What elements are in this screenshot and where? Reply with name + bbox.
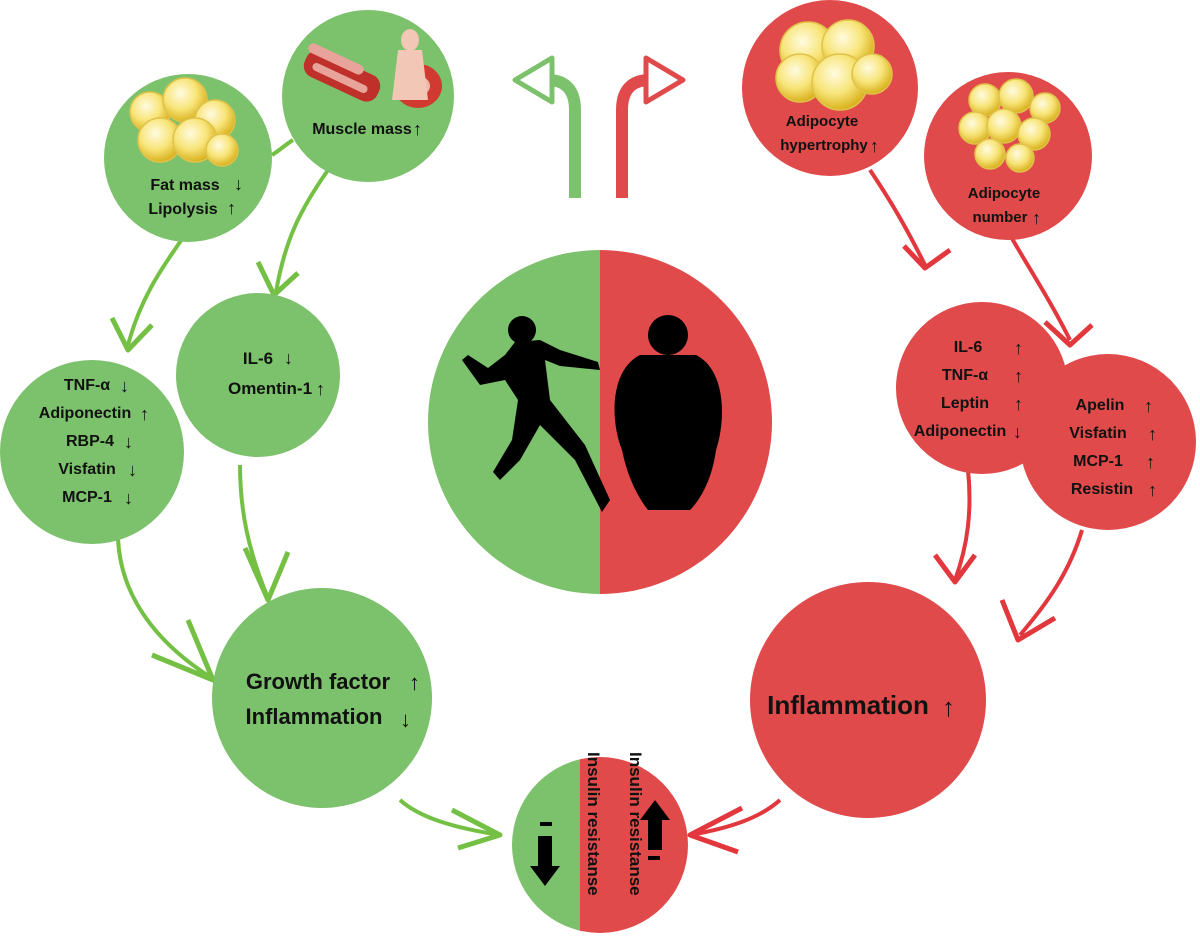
red-insulin-label: Insulin resistanse (626, 752, 645, 896)
lipolysis-label: Lipolysis (148, 201, 217, 218)
adipocyte-hypertrophy-node: Adipocyte hypertrophy ↑ (742, 0, 918, 176)
number-label: number (972, 209, 1027, 226)
green-adipokines-node: TNF-α ↓ Adiponectin ↑ RBP-4 ↓ Visfatin ↓… (0, 360, 184, 544)
il6-label: IL-6 (243, 349, 273, 368)
red-arrowheads (687, 244, 1094, 855)
up-arrow-icon: ↑ (1148, 480, 1157, 500)
top-green-arrow (512, 55, 581, 198)
mcp1-label: MCP-1 (62, 489, 112, 506)
down-arrow-icon: ↓ (128, 460, 137, 480)
adiponectin-label: Adiponectin (914, 423, 1006, 440)
down-arrow-icon: ↓ (124, 488, 133, 508)
up-arrow-icon: ↑ (227, 198, 236, 218)
down-arrow-icon: ↓ (124, 432, 133, 452)
up-arrow-icon: ↑ (1146, 452, 1155, 472)
down-arrow-icon (530, 822, 560, 886)
red-inflammation-label: Inflammation (767, 690, 929, 720)
down-arrow-icon: ↓ (284, 348, 293, 368)
il6-label: IL-6 (954, 339, 983, 356)
up-arrow-icon: ↑ (140, 404, 149, 424)
mcp1-label: MCP-1 (1073, 453, 1123, 470)
tnf-alpha-label: TNF-α (64, 377, 110, 394)
tnf-alpha-label: TNF-α (942, 367, 988, 384)
runner-silhouette-icon (462, 316, 610, 512)
visfatin-label: Visfatin (1069, 425, 1127, 442)
up-arrow-icon (640, 800, 670, 860)
down-arrow-icon: ↓ (120, 376, 129, 396)
fat-cells-icon (775, 19, 893, 111)
growth-factor-node: Growth factor ↑ Inflammation ↓ (212, 588, 432, 808)
apelin-label: Apelin (1076, 397, 1125, 414)
up-arrow-icon: ↑ (942, 692, 955, 722)
down-arrow-icon: ↓ (400, 707, 411, 732)
up-arrow-icon: ↑ (870, 136, 879, 156)
muscle-mass-label: Muscle mass (312, 121, 412, 138)
adipocyte-label: Adipocyte (786, 113, 859, 130)
muscle-mass-node: Muscle mass ↑ (282, 10, 454, 182)
green-inflammation-label: Inflammation (246, 704, 383, 729)
fat-mass-label: Fat mass (150, 177, 219, 194)
top-red-arrow (616, 55, 686, 198)
center-node (428, 250, 772, 594)
insulin-resistance-node: Insulin resistanse Insulin resistanse (512, 752, 688, 933)
fat-cells-icon (958, 78, 1061, 173)
up-arrow-icon: ↑ (1032, 208, 1041, 228)
up-arrow-icon: ↑ (1014, 366, 1023, 386)
fat-mass-node: Fat mass ↓ Lipolysis ↑ (104, 74, 272, 242)
red-inflammation-node: Inflammation ↑ (750, 582, 986, 818)
green-connectors (116, 138, 501, 837)
omentin-label: Omentin-1 (228, 379, 312, 398)
up-arrow-icon: ↑ (1148, 424, 1157, 444)
muscle-anatomy-icon (303, 29, 442, 108)
adipocyte-label: Adipocyte (968, 185, 1041, 202)
up-arrow-icon: ↑ (1014, 394, 1023, 414)
growth-factor-label: Growth factor (246, 669, 391, 694)
green-arrowheads (109, 260, 503, 851)
obese-silhouette-icon (614, 315, 722, 510)
green-insulin-label: Insulin resistanse (584, 752, 603, 896)
visfatin-label: Visfatin (58, 461, 116, 478)
red-connectors (689, 168, 1084, 837)
red-adipokines-node: Apelin ↑ Visfatin ↑ MCP-1 ↑ Resistin ↑ (1020, 354, 1196, 530)
adipocyte-number-node: Adipocyte number ↑ (924, 72, 1092, 240)
up-arrow-icon: ↑ (1014, 338, 1023, 358)
down-arrow-icon: ↓ (234, 174, 243, 194)
fat-cells-icon (129, 77, 239, 167)
hypertrophy-label: hypertrophy (780, 137, 868, 154)
resistin-label: Resistin (1071, 481, 1133, 498)
up-arrow-icon: ↑ (316, 379, 325, 399)
rbp4-label: RBP-4 (66, 433, 114, 450)
il6-omentin-node: IL-6 ↓ Omentin-1 ↑ (176, 293, 340, 457)
down-arrow-icon: ↓ (1013, 422, 1022, 442)
up-arrow-icon: ↑ (1144, 396, 1153, 416)
adiponectin-label: Adiponectin (39, 405, 131, 422)
leptin-label: Leptin (941, 395, 989, 412)
up-arrow-icon: ↑ (413, 119, 422, 139)
up-arrow-icon: ↑ (409, 670, 420, 695)
